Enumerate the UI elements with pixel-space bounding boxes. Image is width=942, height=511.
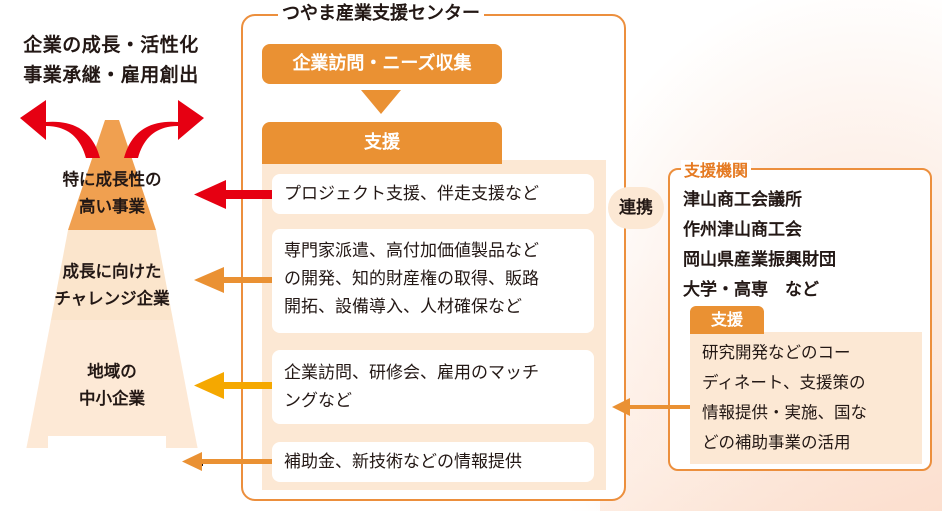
pyramid-tier-bottom [30,320,194,430]
growth-arrow-right-icon [124,100,204,158]
support-center-title: つやま産業支援センター [278,2,484,26]
agency-support-text: 研究開発などのコー [702,343,851,362]
pyramid-tier-top [68,120,156,230]
arrow-to-challenge-icon [194,267,272,293]
agency-support-text: どの補助事業の活用 [702,433,851,452]
support-box-text: プロジェクト支援、伴走支援など [284,184,539,204]
arrow-to-base-icon [182,452,272,471]
growth-arrow-left-icon [20,100,100,158]
tier-label-high-growth: 特に成長性の 高い事業 [30,166,194,220]
arrow-to-local-sme-icon [194,372,272,399]
support-box-text: ングなど [284,391,352,411]
goal-line-2: 事業承継・雇用創出 [23,64,199,86]
tier-label-challenge: 成長に向けた チャレンジ企業 [22,258,202,312]
agency-support-text: ディネート、支援策の [702,373,866,392]
tier-label-line: 特に成長性の [62,170,162,189]
tier-label-line: 成長に向けた [62,262,162,281]
support-box-text: 専門家派遣、高付加価値製品など [284,241,539,261]
agency-support-heading: 支援 [690,306,764,334]
support-box-text: 補助金、新技術などの情報提供 [284,452,522,472]
agency-item: 大学・高専 など [683,280,819,300]
support-heading: 支援 [262,122,502,164]
arrow-to-high-growth-icon [194,180,272,209]
support-box-text: の開発、知的財産権の取得、販路 [284,269,539,289]
tier-label-line: 高い事業 [79,197,145,216]
down-triangle-icon [361,90,401,114]
support-agencies-title: 支援機関 [681,160,752,182]
agency-item: 作州津山商工会 [683,220,802,240]
support-box-expert: 専門家派遣、高付加価値製品など の開発、知的財産権の取得、販路 開拓、設備導入、… [272,229,594,333]
support-box-visit: 企業訪問、研修会、雇用のマッチ ングなど [272,350,594,424]
support-box-subsidy: 補助金、新技術などの情報提供 [272,442,594,482]
support-box-project: プロジェクト支援、伴走支援など [272,174,594,214]
goal-text: 企業の成長・活性化 事業承継・雇用創出 [0,30,222,90]
agency-item: 岡山県産業振興財団 [683,250,836,270]
agency-support-text: 情報提供・実施、国な [702,403,867,422]
support-box-text: 開拓、設備導入、人材確保など [284,297,522,317]
blank-area [8,448,222,511]
pyramid-tier-middle [51,230,173,320]
goal-line-1: 企業の成長・活性化 [23,34,199,56]
tier-label-line: チャレンジ企業 [54,289,170,308]
support-box-text: 企業訪問、研修会、雇用のマッチ [284,363,539,383]
link-badge: 連携 [608,187,664,229]
tier-label-line: 中小企業 [79,389,145,408]
arrow-agency-to-center-icon [612,398,690,416]
agency-support-panel: 研究開発などのコー ディネート、支援策の 情報提供・実施、国な どの補助事業の活… [690,332,922,464]
tier-label-local-sme: 地域の 中小企業 [30,358,194,412]
company-visit-label: 企業訪問・ニーズ収集 [262,44,502,84]
agency-item: 津山商工会議所 [683,190,802,210]
tier-label-line: 地域の [87,362,137,381]
